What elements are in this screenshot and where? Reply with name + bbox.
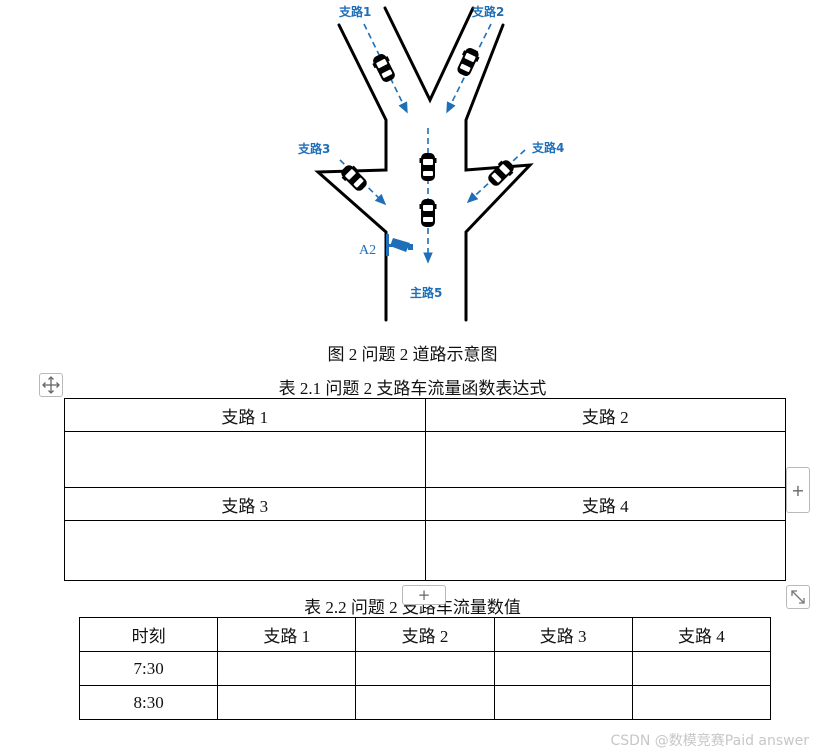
table-row: 支路 3 支路 4 xyxy=(64,487,786,521)
camera-label: A2 xyxy=(359,243,376,258)
table-branch-flow-values: 时刻 支路 1 支路 2 支路 3 支路 4 7:30 8:30 xyxy=(78,617,772,720)
table-cell[interactable] xyxy=(631,685,772,720)
column-header: 支路 1 xyxy=(217,617,357,652)
car-icon xyxy=(419,199,437,227)
move-icon xyxy=(42,376,60,394)
table-cell[interactable] xyxy=(64,520,426,581)
car-icon xyxy=(338,162,370,194)
table-cell[interactable]: 支路 4 xyxy=(424,487,786,521)
add-column-button[interactable]: + xyxy=(786,467,810,513)
column-header: 支路 4 xyxy=(631,617,772,652)
table-cell[interactable] xyxy=(424,431,786,488)
table1-caption: 表 2.1 问题 2 支路车流量函数表达式 xyxy=(278,379,547,398)
table-row: 支路 1 支路 2 xyxy=(64,398,786,432)
car-icon xyxy=(419,153,437,181)
main-road-5-label: 主路5 xyxy=(410,285,442,300)
table-cell[interactable] xyxy=(64,431,426,488)
camera-icon xyxy=(386,234,413,256)
table-cell[interactable] xyxy=(424,520,786,581)
resize-icon xyxy=(791,590,805,604)
watermark: CSDN @数模竞赛Paid answer xyxy=(610,733,809,749)
table-move-handle[interactable] xyxy=(39,373,63,397)
table-cell[interactable] xyxy=(217,651,357,686)
table-cell[interactable]: 支路 3 xyxy=(64,487,426,521)
table-row xyxy=(64,431,786,488)
table-cell[interactable] xyxy=(493,651,633,686)
table-cell[interactable] xyxy=(493,685,633,720)
table-branch-flow-functions: 支路 1 支路 2 支路 3 支路 4 xyxy=(64,398,786,581)
table-cell[interactable]: 支路 1 xyxy=(64,398,426,432)
car-icon xyxy=(370,51,398,85)
car-icon xyxy=(454,45,482,79)
branch-road-4-label: 支路4 xyxy=(531,140,564,155)
table-header-row: 时刻 支路 1 支路 2 支路 3 支路 4 xyxy=(78,617,772,652)
branch-road-1-label: 支路1 xyxy=(338,4,371,19)
table-cell[interactable] xyxy=(355,685,495,720)
table-cell[interactable] xyxy=(355,651,495,686)
column-header: 支路 2 xyxy=(355,617,495,652)
table2-caption: 表 2.2 问题 2 支路车流量数值 xyxy=(304,598,521,617)
table-row: 8:30 xyxy=(78,685,772,720)
table-cell[interactable]: 8:30 xyxy=(78,685,219,720)
branch-road-2-label: 支路2 xyxy=(471,4,504,19)
column-header: 支路 3 xyxy=(493,617,633,652)
road-diagram: 支路1 支路2 支路3 支路4 主路5 A2 xyxy=(297,4,564,322)
table-cell[interactable]: 7:30 xyxy=(78,651,219,686)
table-cell[interactable] xyxy=(217,685,357,720)
table-row xyxy=(64,520,786,581)
figure-caption: 图 2 问题 2 道路示意图 xyxy=(327,345,498,364)
table-cell[interactable]: 支路 2 xyxy=(424,398,786,432)
column-header: 时刻 xyxy=(78,617,219,652)
branch-road-3-label: 支路3 xyxy=(297,141,330,156)
table-row: 7:30 xyxy=(78,651,772,686)
add-row-button[interactable]: + xyxy=(402,585,446,605)
table-resize-handle[interactable] xyxy=(786,585,810,609)
table-cell[interactable] xyxy=(631,651,772,686)
